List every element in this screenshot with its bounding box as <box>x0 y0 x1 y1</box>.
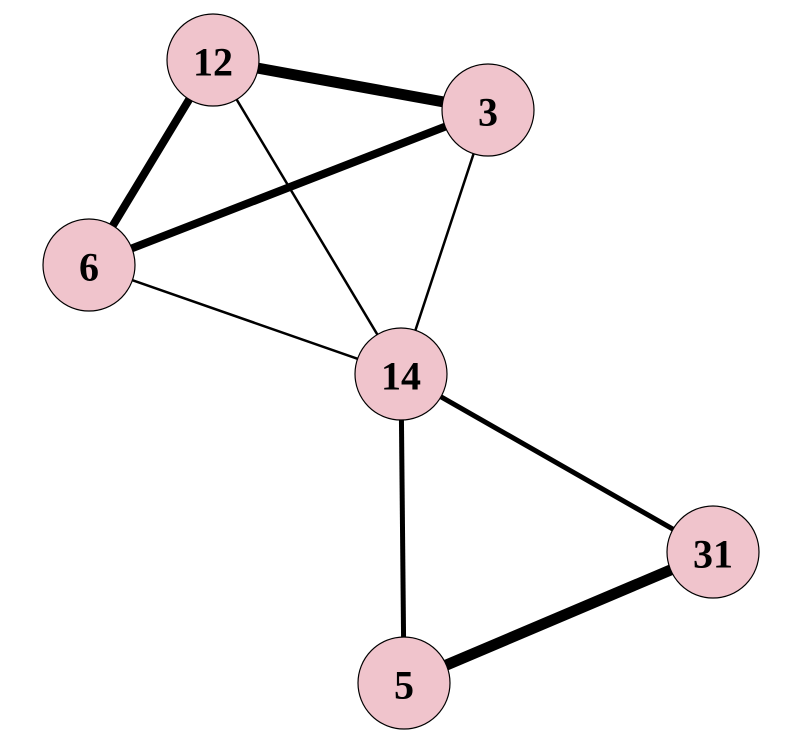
node-label: 14 <box>381 354 421 399</box>
node-6: 6 <box>42 218 136 312</box>
node-5: 5 <box>357 636 451 730</box>
node-14: 14 <box>354 327 448 421</box>
node-circle <box>354 327 448 421</box>
edge-31-5 <box>401 546 716 689</box>
edge-14-31 <box>399 371 715 555</box>
node-31: 31 <box>666 505 760 599</box>
node-label: 3 <box>478 90 498 135</box>
node-label: 31 <box>693 532 733 577</box>
node-label: 6 <box>79 245 99 290</box>
node-label: 12 <box>193 40 233 85</box>
node-circle <box>166 13 260 107</box>
edge-6-14 <box>88 263 402 376</box>
nodes-layer: 12 3 6 14 31 5 <box>42 13 760 730</box>
edge-3-6 <box>87 106 490 269</box>
edge-12-14 <box>211 59 403 375</box>
node-circle <box>42 218 136 312</box>
node-12: 12 <box>166 13 260 107</box>
node-circle <box>441 63 535 157</box>
node-circle <box>357 636 451 730</box>
edge-14-5 <box>398 373 407 684</box>
node-circle <box>666 505 760 599</box>
node-3: 3 <box>441 63 535 157</box>
node-label: 5 <box>394 663 414 708</box>
